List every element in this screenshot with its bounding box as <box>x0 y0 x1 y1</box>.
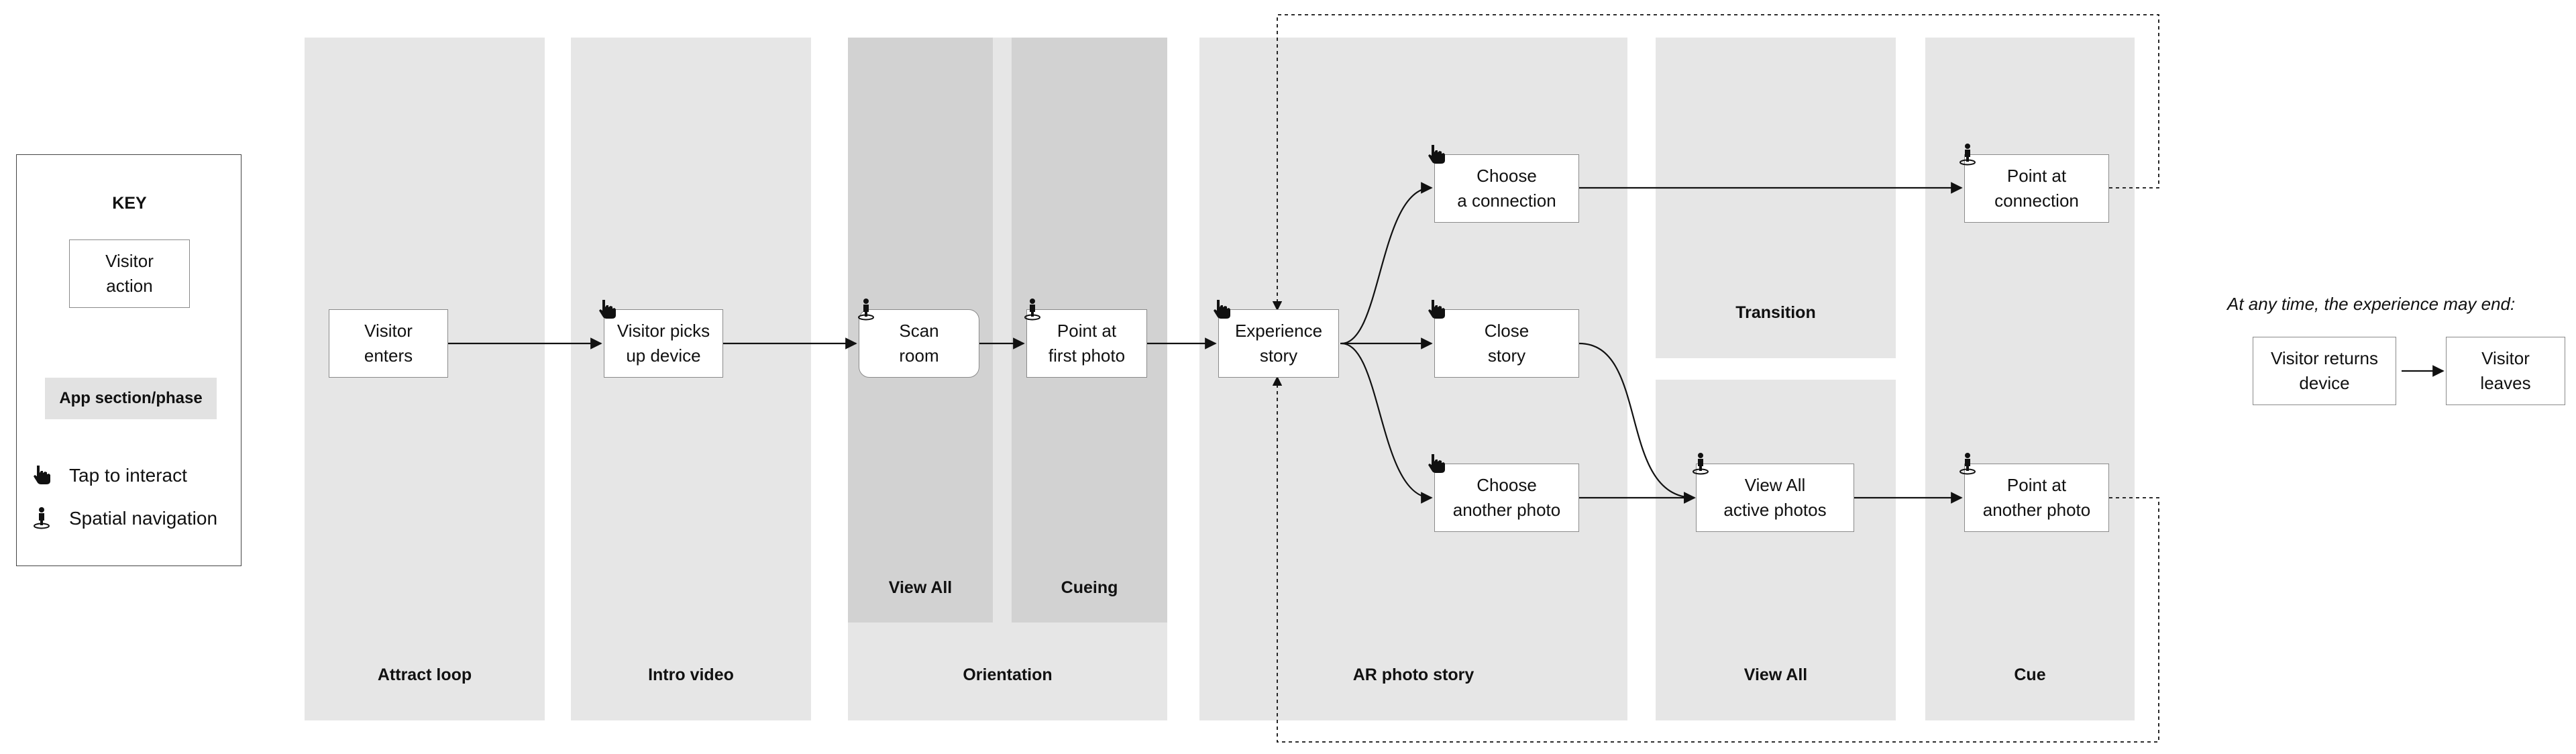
arrow-experience-to-choose-another <box>1341 342 1433 504</box>
phase-cue: Cue <box>1925 38 2135 720</box>
phase-label-transition: Transition <box>1735 303 1816 322</box>
hand-pointer-icon <box>599 300 616 319</box>
legend-spatial-label: Spatial navigation <box>69 508 218 529</box>
arrow-experience-to-choose-connection <box>1341 182 1433 345</box>
loop-another-to-experience <box>1272 376 2159 743</box>
node-point-at-first-photo: Point at first photo <box>1026 309 1147 378</box>
legend-key: KEY Visitor action App section/phase Tap… <box>16 154 241 566</box>
node-choose-another-photo: Choose another photo <box>1434 464 1579 532</box>
phase-intro-video: Intro video <box>571 38 811 720</box>
node-choose-a-connection: Choose a connection <box>1434 154 1579 223</box>
phase-label-orientation: Orientation <box>963 665 1053 684</box>
hand-pointer-icon <box>1214 300 1230 319</box>
subphase-label-cueing: Cueing <box>1061 578 1118 597</box>
arrow-close-story-to-view-all <box>1578 342 1696 504</box>
phase-label-cue: Cue <box>2014 665 2046 684</box>
node-visitor-picks-up-device: Visitor picks up device <box>604 309 723 378</box>
phase-label-intro-video: Intro video <box>648 665 734 684</box>
phase-ar-photo-story: AR photo story <box>1199 38 1627 720</box>
node-visitor-leaves: Visitor leaves <box>2446 337 2565 405</box>
phase-transition: Transition <box>1656 38 1896 358</box>
hand-pointer-icon <box>1428 300 1445 319</box>
node-experience-story: Experience story <box>1218 309 1339 378</box>
end-note: At any time, the experience may end: <box>2227 294 2516 314</box>
phase-label-view-all: View All <box>1743 665 1808 684</box>
node-visitor-returns-device: Visitor returns device <box>2253 337 2396 405</box>
loop-connection-to-experience <box>1272 14 2159 311</box>
person-standing-icon <box>1960 453 1976 475</box>
legend-visitor-action-sample: Visitor action <box>69 239 190 308</box>
person-standing-icon <box>1693 453 1709 475</box>
node-scan-room: Scan room <box>859 309 979 378</box>
person-standing-icon <box>1960 144 1976 166</box>
legend-title: KEY <box>112 194 147 213</box>
phase-attract-loop: Attract loop <box>305 38 545 720</box>
node-view-all-active-photos: View All active photos <box>1696 464 1854 532</box>
hand-pointer-icon <box>1428 145 1445 164</box>
hand-pointer-icon <box>34 466 50 484</box>
node-point-at-another-photo: Point at another photo <box>1964 464 2109 532</box>
legend-tap-label: Tap to interact <box>69 465 187 486</box>
person-standing-icon <box>858 299 874 321</box>
node-close-story: Close story <box>1434 309 1579 378</box>
person-standing-icon <box>34 507 50 529</box>
node-point-at-connection: Point at connection <box>1964 154 2109 223</box>
subphase-label-view-all: View All <box>888 578 953 597</box>
node-visitor-enters: Visitor enters <box>329 309 448 378</box>
legend-app-section-sample: App section/phase <box>45 378 217 419</box>
hand-pointer-icon <box>1428 454 1445 473</box>
phase-label-ar-photo-story: AR photo story <box>1352 665 1474 684</box>
person-standing-icon <box>1024 299 1040 321</box>
phase-view-all: View All <box>1656 380 1896 720</box>
phase-label-attract-loop: Attract loop <box>377 665 472 684</box>
